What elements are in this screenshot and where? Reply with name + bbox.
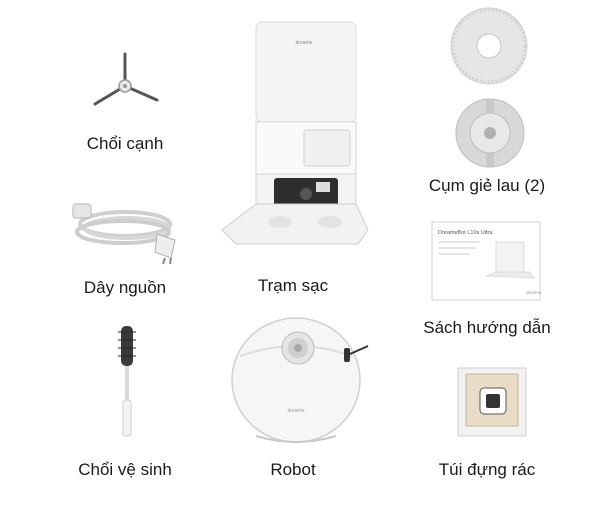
power-cord-image <box>65 196 190 266</box>
mop-holder-image <box>452 96 528 170</box>
side-brush-image <box>85 48 165 118</box>
dust-bag-label: Túi đựng rác <box>438 460 536 479</box>
manual-brand: dreame <box>526 290 542 295</box>
station-brand: dreame <box>296 40 313 46</box>
robot-label: Robot <box>270 460 316 479</box>
manual-image: DreameBot L10s Ultra dreame <box>430 220 542 302</box>
cleaning-brush-label: Chổi vệ sinh <box>78 460 172 479</box>
station-label: Trạm sạc <box>257 276 329 295</box>
power-cord-label: Dây nguồn <box>83 278 167 297</box>
mop-pad-image <box>444 6 534 86</box>
robot-brand: dreame <box>288 408 305 414</box>
mop-pads-label: Cụm giẻ lau (2) <box>428 176 546 195</box>
cleaning-brush-image <box>112 322 142 442</box>
dust-bag-image <box>456 366 528 438</box>
station-image: dreame <box>218 18 378 258</box>
manual-label: Sách hướng dẫn <box>423 318 551 337</box>
side-brush-label: Chổi cạnh <box>86 134 164 153</box>
manual-title: DreameBot L10s Ultra <box>438 230 493 236</box>
robot-image: dreame <box>226 308 372 448</box>
